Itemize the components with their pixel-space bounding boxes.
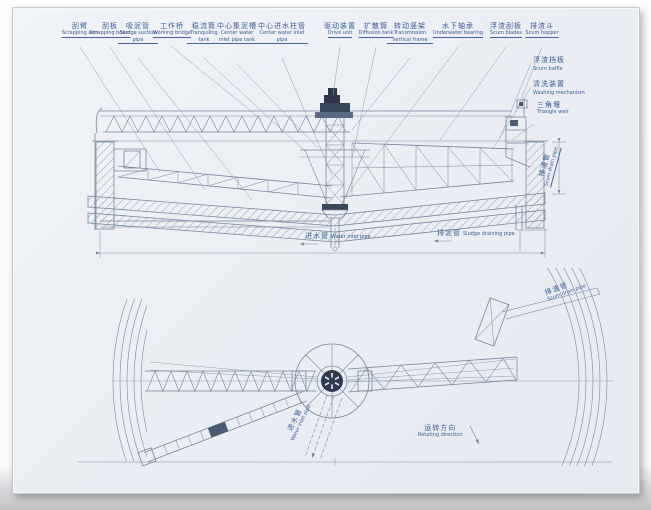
plan-right-arm-truss (349, 357, 517, 393)
diffusion-cone (304, 149, 329, 206)
plan-inlet-flow-dashes (304, 394, 343, 461)
center-rotor (291, 343, 373, 419)
dimension-lines (96, 138, 566, 258)
plan-scum-drain-pipe (501, 287, 598, 313)
center-vertical-frame (325, 118, 345, 206)
rotation-arrow (469, 425, 480, 445)
plan-scum-hopper (474, 297, 510, 347)
book-page (12, 7, 640, 494)
elevation-view (79, 46, 566, 258)
right-arm-web (351, 142, 513, 196)
left-wall (95, 141, 115, 230)
effluent-box (123, 150, 141, 169)
plan-scraper-blade-arm (137, 391, 307, 467)
bridge-truss-web (105, 115, 347, 133)
underwater-bearing-hub (322, 204, 348, 210)
tank-floor-slab (87, 192, 546, 227)
right-wall (525, 141, 545, 229)
left-arm-web (117, 168, 299, 195)
plan-left-arm-truss (146, 370, 316, 392)
plan-view (78, 268, 614, 467)
drive-unit (315, 88, 353, 118)
leader-lines (79, 46, 543, 203)
bridge-end-bracket (95, 107, 103, 134)
